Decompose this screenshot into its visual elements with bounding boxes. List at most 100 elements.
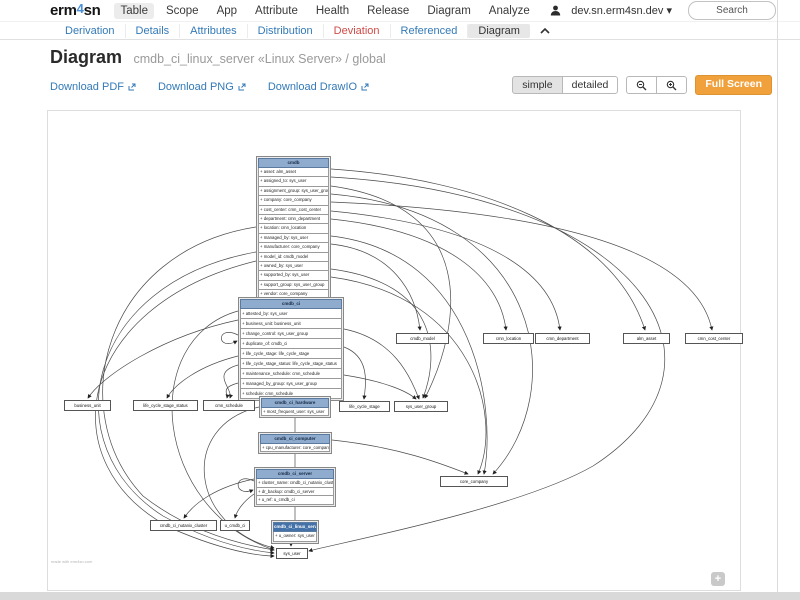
zoom-out-button[interactable]	[626, 76, 658, 94]
download-drawio-link[interactable]: Download DrawIO	[268, 81, 369, 93]
entity-cmdb_ci[interactable]: cmdb_ci+ attested_by: sys_user+ business…	[238, 297, 344, 401]
edge-cmdb.assignment_group-to-sys_user_group	[330, 185, 452, 399]
table-box-life_cycle_stage_status[interactable]: life_cycle_stage_status	[133, 400, 198, 411]
canvas-zoom-plus-button[interactable]: +	[711, 572, 725, 586]
table-box-business_unit[interactable]: business_unit	[64, 400, 111, 411]
entity-attr: + life_cycle_stage: life_cycle_stage	[240, 349, 342, 359]
entity-cmdb_ci_linux_server[interactable]: cmdb_ci_linux_server+ u_owner: sys_user	[271, 520, 319, 544]
view-detailed-button[interactable]: detailed	[561, 76, 619, 94]
viewport-bottom-strip[interactable]	[0, 592, 800, 600]
edge-cmdb_ci_computer.cpu_manufacturer-to-core_company	[331, 439, 469, 475]
entity-attr: + cpu_manufacturer: core_company	[260, 444, 330, 452]
table-box-cmdb_ci_nutanix_cluster[interactable]: cmdb_ci_nutanix_cluster	[150, 520, 217, 531]
download-pdf-link[interactable]: Download PDF	[50, 81, 136, 93]
edge-cmdb.managed_by-to-sys_user	[102, 226, 275, 552]
entity-attr: + most_frequent_user: sys_user	[261, 408, 329, 416]
edge-cmdb_ci.managed_by_group-to-sys_user_group	[343, 374, 417, 400]
search-input[interactable]	[688, 1, 776, 20]
entity-attr: + assigned_to: sys_user	[258, 177, 329, 187]
diagram-controls: simple detailed Full Screen	[512, 75, 772, 95]
edge-cmdb.model_id-to-cmdb_model	[330, 243, 422, 331]
download-drawio-label: Download DrawIO	[267, 81, 358, 93]
menu-item-diagram[interactable]: Diagram	[427, 4, 471, 17]
edge-cmdb.location-to-cmn_location	[330, 218, 508, 331]
entity-attr: + owned_by: sys_user	[258, 261, 329, 272]
tab-attributes[interactable]: Attributes	[180, 23, 248, 38]
table-box-u_cmdb_ci[interactable]: u_cmdb_ci	[220, 520, 250, 531]
table-box-cmn_cost_center[interactable]: cmn_cost_center	[685, 333, 743, 344]
entity-attr: + managed_by: sys_user	[258, 233, 329, 244]
table-box-cmdb_model[interactable]: cmdb_model	[396, 333, 449, 344]
table-box-sys_user_group[interactable]: sys_user_group	[394, 401, 448, 412]
export-icon	[128, 83, 136, 91]
entity-attr: + cluster_name: cmdb_ci_nutanix_cluster	[256, 479, 334, 488]
menu-item-health[interactable]: Health	[315, 4, 350, 17]
app-logo[interactable]: erm4sn	[50, 1, 101, 19]
tab-deviation[interactable]: Deviation	[324, 23, 391, 38]
edge-cmdb.owned_by-to-sys_user	[98, 251, 275, 555]
caret-down-icon: ▾	[666, 5, 672, 17]
zoom-in-button[interactable]	[656, 76, 688, 94]
instance-label: dev.sn.erm4sn.dev	[571, 5, 664, 17]
table-box-cmn_department[interactable]: cmn_department	[535, 333, 590, 344]
user-icon[interactable]	[550, 5, 561, 16]
download-png-link[interactable]: Download PNG	[158, 81, 246, 93]
diagram-canvas[interactable]: cmdb+ asset: alm_asset+ assigned_to: sys…	[47, 110, 743, 591]
entity-cmdb[interactable]: cmdb+ asset: alm_asset+ assigned_to: sys…	[256, 156, 331, 302]
page-title: Diagram	[50, 47, 123, 67]
viewport-right-edge	[777, 0, 778, 592]
collapse-chevron-icon[interactable]	[540, 27, 550, 34]
table-box-cmn_location[interactable]: cmn_location	[483, 333, 534, 344]
logo-left: erm	[50, 2, 77, 19]
entity-attr: + business_unit: business_unit	[240, 319, 342, 329]
edge-cmdb_ci.maintenance_schedule-to-cmn_schedule	[223, 364, 239, 399]
edge-cmdb_ci.life_cycle_stage_status-to-life_cycle_stage_status	[166, 355, 239, 399]
entity-header-cmdb_ci_linux_server: cmdb_ci_linux_server	[273, 522, 317, 532]
entity-attr: + asset: alm_asset	[258, 168, 329, 178]
entity-attr: + cost_center: cmn_cost_center	[258, 205, 329, 215]
tab-distribution[interactable]: Distribution	[248, 23, 324, 38]
edge-cmdb.supported_by-to-sys_user	[95, 260, 275, 559]
table-box-sys_user[interactable]: sys_user	[276, 548, 308, 559]
instance-dropdown[interactable]: dev.sn.erm4sn.dev ▾	[571, 4, 672, 17]
entity-attr: + life_cycle_stage_status: life_cycle_st…	[240, 359, 342, 369]
view-simple-button[interactable]: simple	[512, 76, 563, 94]
entity-cmdb_ci_server[interactable]: cmdb_ci_server+ cluster_name: cmdb_ci_nu…	[254, 467, 336, 507]
entity-attr: + dr_backup: cmdb_ci_server	[256, 487, 334, 497]
tab-derivation[interactable]: Derivation	[55, 23, 126, 38]
menu-item-app[interactable]: App	[216, 4, 238, 17]
logo-accent: 4	[76, 1, 84, 16]
entity-cmdb_ci_computer[interactable]: cmdb_ci_computer+ cpu_manufacturer: core…	[258, 432, 332, 454]
entity-attr: + department: cmn_department	[258, 214, 329, 225]
entity-attr: + manufacturer: core_company	[258, 243, 329, 253]
menu-item-analyze[interactable]: Analyze	[488, 4, 530, 17]
edge-cmdb_ci.change_control-to-sys_user_group	[343, 328, 420, 400]
export-icon	[361, 83, 369, 91]
diagram-edges	[87, 168, 714, 559]
entity-attr: + model_id: cmdb_model	[258, 252, 329, 262]
menu-item-attribute[interactable]: Attribute	[255, 4, 298, 17]
entity-attr: + location: cmn_location	[258, 224, 329, 234]
table-box-core_company[interactable]: core_company	[440, 476, 508, 487]
menu-item-scope[interactable]: Scope	[165, 4, 199, 17]
table-box-cmn_schedule[interactable]: cmn_schedule	[203, 400, 255, 411]
tab-referenced[interactable]: Referenced	[391, 23, 469, 38]
fullscreen-button[interactable]: Full Screen	[695, 75, 772, 95]
entity-cmdb_ci_hardware[interactable]: cmdb_ci_hardware+ most_frequent_user: sy…	[259, 396, 331, 418]
tab-diagram[interactable]: Diagram	[468, 23, 530, 38]
entity-header-cmdb_ci_hardware: cmdb_ci_hardware	[261, 398, 329, 408]
menu-item-release[interactable]: Release	[367, 4, 410, 17]
title-row: Diagram cmdb_ci_linux_server «Linux Serv…	[50, 47, 386, 68]
tab-details[interactable]: Details	[126, 23, 181, 38]
top-nav: erm4sn Table Scope App Attribute Health …	[0, 0, 800, 22]
table-box-life_cycle_stage[interactable]: life_cycle_stage	[339, 401, 390, 412]
entity-attr: + support_group: sys_user_group	[258, 280, 329, 291]
edge-cmdb_ci_server.cluster_name-to-cmdb_ci_nutanix_cluster	[183, 478, 255, 519]
table-box-alm_asset[interactable]: alm_asset	[623, 333, 670, 344]
menu-item-table[interactable]: Table	[114, 2, 154, 19]
entity-attr: + u_owner: sys_user	[273, 532, 317, 542]
edge-cmdb_ci.duplicate_of-to-cmdb_ci	[221, 332, 239, 345]
entity-attr: + maintenance_schedule: cmn_schedule	[240, 369, 342, 379]
download-links: Download PDF Download PNG Download DrawI…	[50, 81, 369, 93]
page-subtitle: cmdb_ci_linux_server «Linux Server» / gl…	[133, 52, 386, 66]
